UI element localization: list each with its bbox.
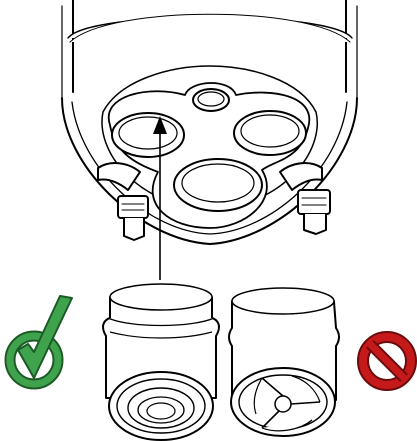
insertion-arrow xyxy=(153,116,167,280)
red-prohibited-icon xyxy=(357,331,417,391)
correct-cartridge xyxy=(102,283,220,441)
housing-unit xyxy=(61,0,358,245)
green-checkmark-icon xyxy=(4,295,73,390)
incorrect-cartridge xyxy=(228,287,340,437)
